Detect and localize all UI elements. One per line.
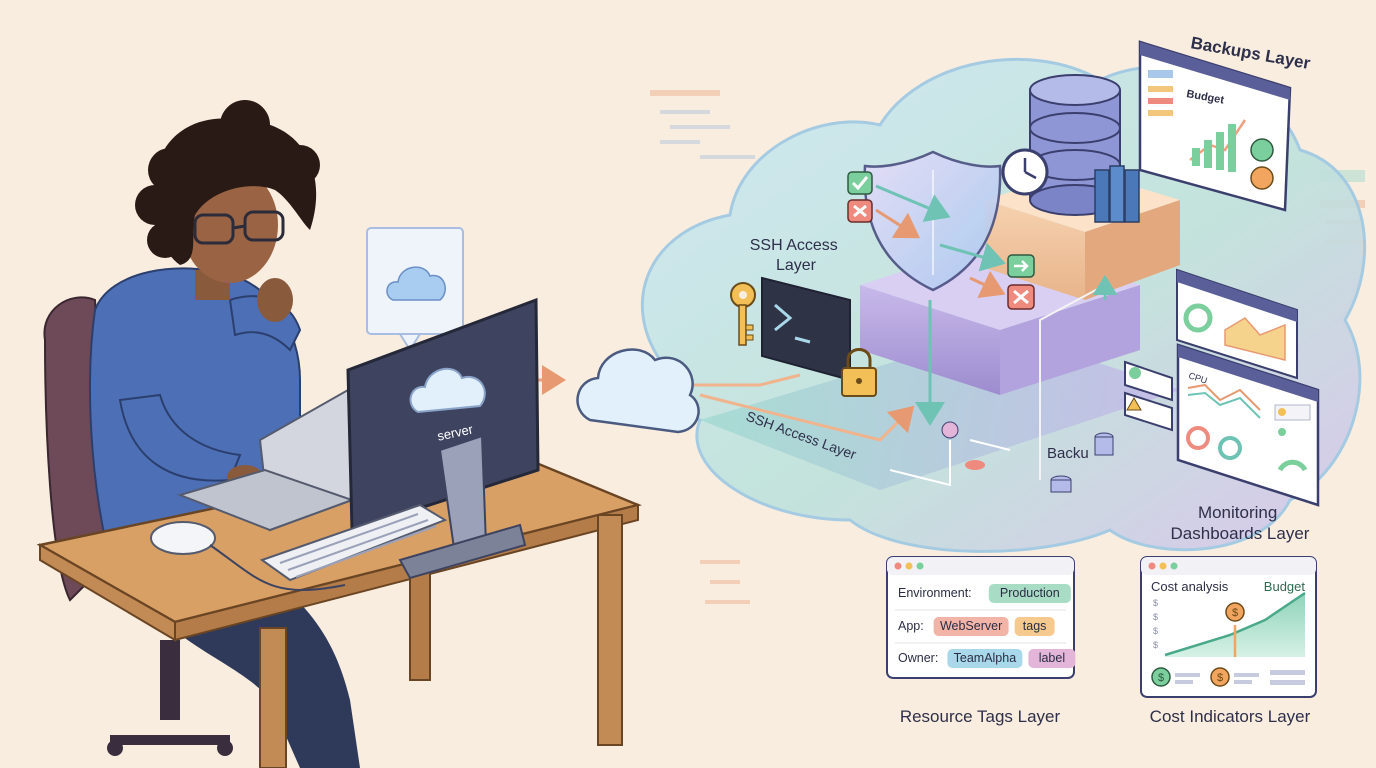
svg-text:$: $: [1153, 598, 1158, 608]
backup-node-label: Backu: [1047, 445, 1089, 462]
tag-key: App:: [898, 619, 924, 633]
svg-text:$: $: [1153, 612, 1158, 622]
clock-icon: [1001, 148, 1049, 196]
svg-text:$: $: [1153, 626, 1158, 636]
tag-chip-label: tags: [1023, 619, 1047, 633]
access-denied-icon: [847, 199, 873, 223]
backup-node-icon: [1050, 432, 1114, 493]
tag-chip-label: label: [1039, 651, 1065, 665]
svg-text:$: $: [1217, 672, 1223, 684]
access-allowed-icon-2: [1007, 254, 1035, 278]
tag-key: Owner:: [898, 651, 938, 665]
tag-chip: [1014, 617, 1055, 636]
laptop: [176, 388, 355, 532]
cost-panel-title: Cost analysis: [1151, 579, 1229, 594]
tag-chip-label: TeamAlpha: [954, 651, 1017, 665]
cost-indicators-panel: $ $ $ $ $ $ $: [1140, 556, 1317, 698]
thought-bubble: [366, 227, 464, 352]
cost-panel-budget-label: Budget: [1264, 579, 1306, 594]
tag-chip: [947, 649, 1023, 668]
ssh-access-layer-title-line2: Layer: [776, 257, 817, 274]
cost-indicators-layer-title: Cost Indicators Layer: [1150, 707, 1311, 726]
svg-text:$: $: [1158, 672, 1164, 684]
monitor-server-label: server: [436, 421, 475, 443]
desktop-monitor: [346, 297, 540, 580]
access-denied-icon-2: [1007, 284, 1035, 310]
tag-key: Environment:: [898, 586, 972, 600]
monitoring-panel-top: [1176, 268, 1298, 380]
ssh-access-layer-title-line1: SSH Access: [750, 237, 838, 254]
resource-tags-layer-title: Resource Tags Layer: [900, 707, 1061, 726]
mouse: [150, 521, 346, 592]
monitoring-layer-title: Monitoring Dashboards Layer: [1171, 503, 1310, 543]
monitoring-layer-title-line1: Monitoring: [1198, 503, 1277, 522]
ssh-access-layer-title: SSH Access Layer: [750, 237, 842, 274]
keyboard: [259, 503, 448, 582]
key-icon: [730, 282, 756, 346]
tag-chip-label: WebServer: [940, 619, 1002, 633]
status-alerts: [1124, 360, 1173, 432]
monitoring-layer-title-line2: Dashboards Layer: [1171, 524, 1310, 543]
svg-text:$: $: [1153, 640, 1158, 650]
tag-chip: [1028, 649, 1076, 668]
small-cloud-icon: [576, 348, 700, 434]
backups-panel: [1138, 40, 1292, 212]
tag-chip-label: Production: [1000, 586, 1060, 600]
tag-chip: [988, 584, 1071, 603]
backup-files-icon: [1094, 165, 1140, 223]
svg-text:$: $: [1232, 607, 1238, 619]
connection-paths: [690, 275, 1118, 487]
monitoring-panel-main: [1176, 343, 1320, 507]
tag-chip: [933, 617, 1009, 636]
access-allowed-icon: [847, 171, 873, 195]
padlock-icon: [841, 348, 877, 397]
